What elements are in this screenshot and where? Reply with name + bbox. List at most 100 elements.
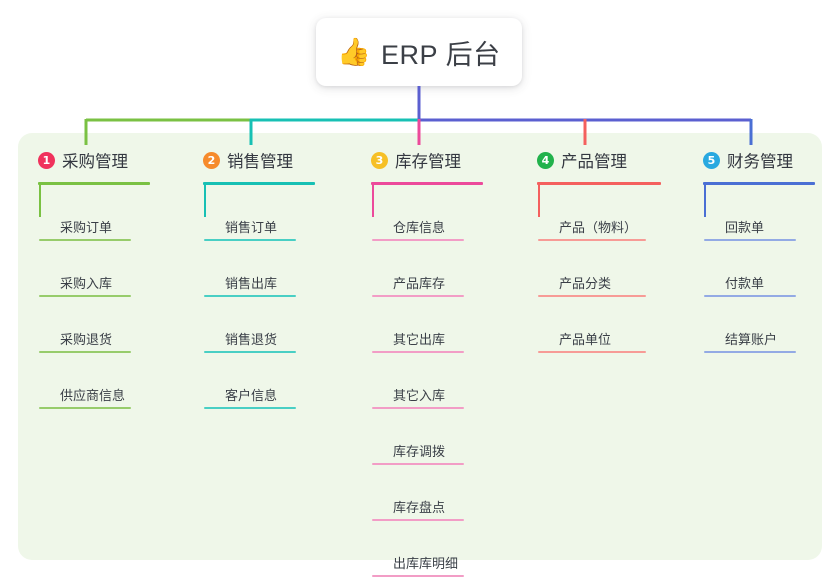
branch-trunk <box>204 185 206 217</box>
leaf-item-rule <box>538 295 646 297</box>
leaf-item[interactable]: 销售出库 <box>203 265 315 297</box>
leaf-spacer <box>703 185 815 209</box>
leaf-spacer <box>38 241 150 265</box>
branch-column-4: 4 产品管理 产品（物料） 产品分类产品单位 <box>537 145 661 353</box>
leaf-item-label: 客户信息 <box>225 388 278 403</box>
branch-header-4[interactable]: 4 产品管理 <box>537 145 661 175</box>
leaf-item[interactable]: 其它入库 <box>371 377 483 409</box>
branch-badge-2: 2 <box>203 151 220 169</box>
leaf-item-label: 库存盘点 <box>393 500 446 515</box>
leaf-spacer <box>38 185 150 209</box>
branch-column-2: 2 销售管理 销售订单销售出库销售退货客户信息 <box>203 145 315 409</box>
leaf-spacer <box>203 241 315 265</box>
leaf-spacer <box>703 241 815 265</box>
leaf-item-label: 仓库信息 <box>393 220 446 235</box>
leaf-item-label: 产品库存 <box>393 276 446 291</box>
branch-header-2[interactable]: 2 销售管理 <box>203 145 315 175</box>
leaf-item-label: 其它入库 <box>393 388 446 403</box>
leaf-item-label: 产品（物料） <box>559 220 638 235</box>
leaf-item-label: 产品分类 <box>559 276 612 291</box>
branch-badge-5: 5 <box>703 151 720 169</box>
branch-leaves-4: 产品（物料） 产品分类产品单位 <box>537 185 661 353</box>
branch-header-3[interactable]: 3 库存管理 <box>371 145 483 175</box>
branch-header-1[interactable]: 1 采购管理 <box>38 145 150 175</box>
leaf-item-rule <box>372 519 464 521</box>
leaf-item-rule <box>39 351 131 353</box>
branch-title-3: 库存管理 <box>395 153 461 171</box>
leaf-item[interactable]: 客户信息 <box>203 377 315 409</box>
branch-column-1: 1 采购管理 采购订单采购入库采购退货供应商信息 <box>38 145 150 409</box>
leaf-item[interactable]: 付款单 <box>703 265 815 297</box>
leaf-item-rule <box>204 351 296 353</box>
leaf-item[interactable]: 产品（物料） <box>537 209 661 241</box>
leaf-spacer <box>371 353 483 377</box>
leaf-spacer <box>38 297 150 321</box>
leaf-item-rule <box>704 239 796 241</box>
leaf-spacer <box>371 297 483 321</box>
branch-column-5: 5 财务管理 回款单付款单结算账户 <box>703 145 815 353</box>
leaf-item-rule <box>39 239 131 241</box>
leaf-item-label: 库存调拨 <box>393 444 446 459</box>
leaf-item[interactable]: 仓库信息 <box>371 209 483 241</box>
leaf-item[interactable]: 产品库存 <box>371 265 483 297</box>
thumbs-up-icon: 👍 <box>337 36 372 68</box>
leaf-item[interactable]: 销售退货 <box>203 321 315 353</box>
branch-leaves-1: 采购订单采购入库采购退货供应商信息 <box>38 185 150 409</box>
leaf-spacer <box>703 297 815 321</box>
root-node[interactable]: 👍 ERP 后台 <box>316 18 522 86</box>
leaf-item-rule <box>372 463 464 465</box>
leaf-item-rule <box>372 351 464 353</box>
leaf-item-label: 产品单位 <box>559 332 612 347</box>
leaf-item[interactable]: 采购退货 <box>38 321 150 353</box>
leaf-spacer <box>537 241 661 265</box>
branch-badge-3: 3 <box>371 151 388 169</box>
branch-title-4: 产品管理 <box>561 153 627 171</box>
leaf-item[interactable]: 销售订单 <box>203 209 315 241</box>
leaf-item-rule <box>372 575 464 577</box>
branch-column-3: 3 库存管理 仓库信息产品库存其它出库其它入库库存调拨库存盘点出库库明细 <box>371 145 483 577</box>
leaf-item[interactable]: 供应商信息 <box>38 377 150 409</box>
diagram-panel <box>18 133 822 560</box>
leaf-item-label: 付款单 <box>725 276 765 291</box>
leaf-item-label: 销售退货 <box>225 332 278 347</box>
leaf-item[interactable]: 采购入库 <box>38 265 150 297</box>
branch-leaves-5: 回款单付款单结算账户 <box>703 185 815 353</box>
leaf-item[interactable]: 库存调拨 <box>371 433 483 465</box>
leaf-item-rule <box>204 407 296 409</box>
leaf-spacer <box>537 185 661 209</box>
leaf-spacer <box>371 521 483 545</box>
branch-leaves-2: 销售订单销售出库销售退货客户信息 <box>203 185 315 409</box>
leaf-item[interactable]: 回款单 <box>703 209 815 241</box>
leaf-spacer <box>537 297 661 321</box>
leaf-item-rule <box>538 239 646 241</box>
leaf-item[interactable]: 库存盘点 <box>371 489 483 521</box>
leaf-item-label: 采购入库 <box>60 276 113 291</box>
branch-rule-4 <box>537 182 661 185</box>
branch-trunk <box>372 185 374 217</box>
branch-header-5[interactable]: 5 财务管理 <box>703 145 815 175</box>
leaf-item[interactable]: 产品单位 <box>537 321 661 353</box>
leaf-item-rule <box>704 351 796 353</box>
leaf-item[interactable]: 结算账户 <box>703 321 815 353</box>
leaf-item[interactable]: 产品分类 <box>537 265 661 297</box>
branch-title-5: 财务管理 <box>727 153 793 171</box>
branch-trunk <box>704 185 706 217</box>
leaf-item[interactable]: 出库库明细 <box>371 545 483 577</box>
leaf-item-label: 销售出库 <box>225 276 278 291</box>
leaf-item[interactable]: 采购订单 <box>38 209 150 241</box>
leaf-item-label: 出库库明细 <box>393 556 459 571</box>
leaf-spacer <box>371 409 483 433</box>
root-node-label: ERP 后台 <box>381 39 501 70</box>
leaf-item-rule <box>372 295 464 297</box>
leaf-spacer <box>203 353 315 377</box>
leaf-item-label: 回款单 <box>725 220 765 235</box>
branch-rule-3 <box>371 182 483 185</box>
branch-badge-1: 1 <box>38 151 55 169</box>
branch-trunk <box>538 185 540 217</box>
leaf-item-label: 销售订单 <box>225 220 278 235</box>
leaf-spacer <box>371 465 483 489</box>
branch-badge-4: 4 <box>537 151 554 169</box>
leaf-item[interactable]: 其它出库 <box>371 321 483 353</box>
leaf-item-label: 其它出库 <box>393 332 446 347</box>
